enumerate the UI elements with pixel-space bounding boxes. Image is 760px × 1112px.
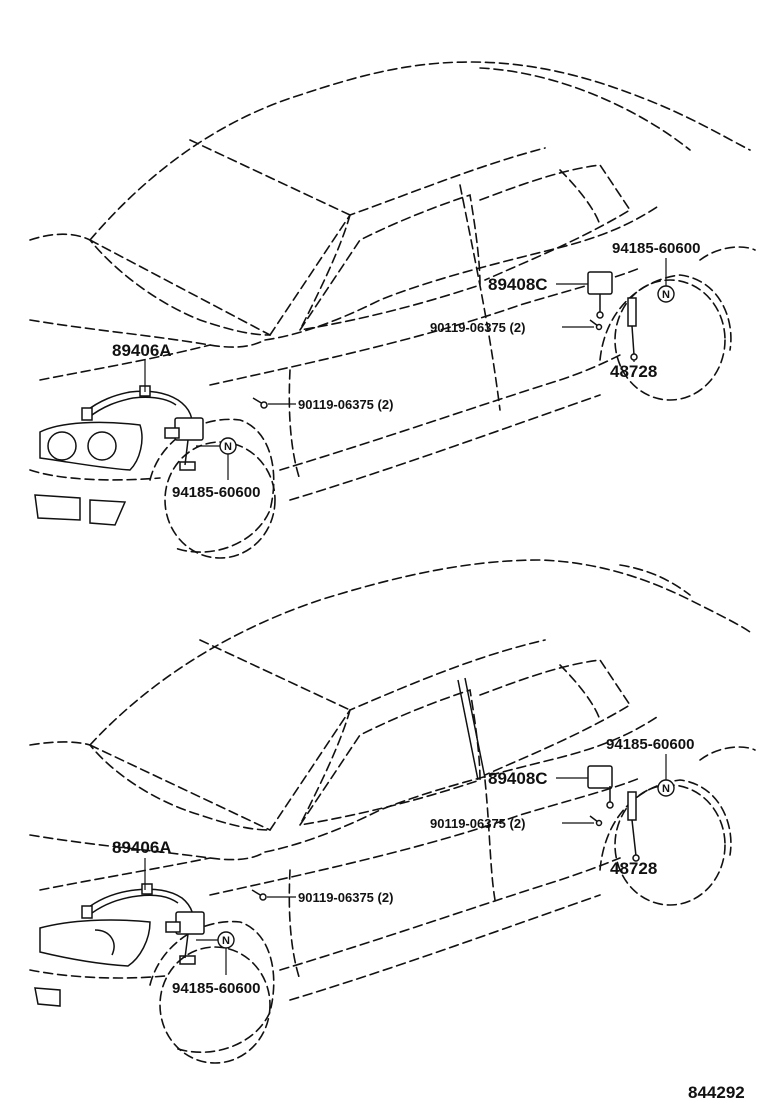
label-nut-front-bottom: N 94185-60600	[172, 931, 260, 997]
part-number-label: 94185-60600	[172, 980, 260, 997]
label-bolt-front-bottom: 90119-06375 (2)	[267, 890, 393, 905]
part-number-label: 90119-06375 (2)	[430, 816, 525, 831]
top-car-view: 89406A 90119-06375 (2) N 94185-60600 941…	[29, 61, 756, 559]
front-bolt	[251, 889, 267, 901]
label-nut-front-top: N 94185-60600	[172, 437, 260, 501]
part-number-label: 90119-06375 (2)	[298, 397, 393, 412]
label-bolt-rear-bottom: 90119-06375 (2)	[430, 816, 594, 831]
note-marker-icon: N	[662, 783, 670, 795]
label-89406A-bottom: 89406A	[112, 838, 172, 890]
part-number-label: 89406A	[112, 341, 172, 360]
note-marker-icon: N	[662, 289, 670, 301]
part-number-label: 89406A	[112, 838, 172, 857]
part-number-label: 89408C	[488, 769, 548, 788]
rear-sensor-link	[627, 297, 638, 361]
rear-height-control-sensor	[587, 271, 613, 319]
part-number-label: 90119-06375 (2)	[430, 320, 525, 335]
label-48728-top: 48728	[610, 360, 657, 381]
bottom-car-view: 89406A 90119-06375 (2) N 94185-60600 941…	[29, 559, 756, 1064]
label-bolt-front-top: 90119-06375 (2)	[268, 397, 393, 412]
part-number-label: 94185-60600	[172, 484, 260, 501]
part-number-label: 48728	[610, 859, 657, 878]
label-89406A-top: 89406A	[112, 341, 172, 392]
note-marker-icon: N	[224, 441, 232, 453]
part-number-label: 90119-06375 (2)	[298, 890, 393, 905]
label-89408C-bottom: 89408C	[488, 769, 588, 788]
front-height-control-sensor	[165, 911, 205, 965]
figure-code: 844292	[688, 1083, 745, 1102]
rear-sensor-link	[627, 791, 640, 862]
label-bolt-rear-top: 90119-06375 (2)	[430, 320, 594, 335]
label-nut-rear-top: 94185-60600 N	[612, 240, 700, 303]
front-bolt	[252, 397, 268, 409]
label-48728-bottom: 48728	[610, 859, 657, 878]
rear-bolt	[589, 319, 603, 331]
rear-bolt	[589, 815, 603, 827]
part-number-label: 48728	[610, 362, 657, 381]
label-89408C-top: 89408C	[488, 275, 588, 294]
part-number-label: 94185-60600	[606, 736, 694, 753]
car-outline-top	[29, 61, 756, 559]
part-number-label: 89408C	[488, 275, 548, 294]
front-height-control-sensor	[164, 417, 204, 471]
rear-height-control-sensor	[587, 765, 614, 809]
label-nut-rear-bottom: 94185-60600 N	[606, 736, 694, 797]
note-marker-icon: N	[222, 935, 230, 947]
part-number-label: 94185-60600	[612, 240, 700, 257]
car-outline-bottom	[29, 559, 756, 1064]
